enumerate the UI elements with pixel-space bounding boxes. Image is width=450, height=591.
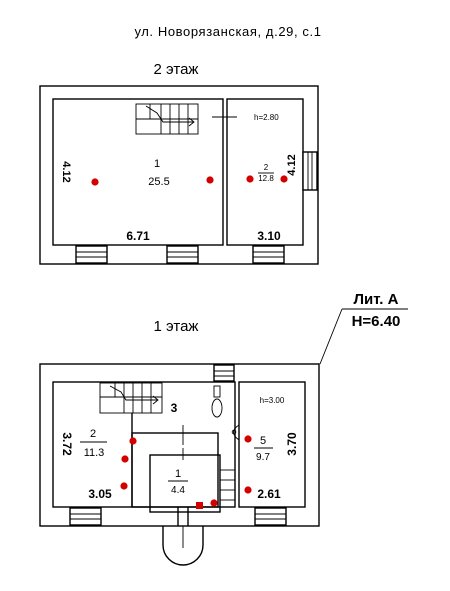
floor1-plan: 3 2 11.3 1 4.4 5 9.7 h=3.00 3.72 3.05 3.… (39, 363, 320, 566)
floor1-dim-bottom-left: 3.05 (88, 487, 112, 501)
floor2-marker-4 (280, 175, 288, 183)
floor1-window-2 (254, 507, 287, 526)
floor2-window-2 (166, 245, 199, 264)
floor2-dim-left: 4.12 (60, 161, 72, 182)
floor2-window-1 (75, 245, 108, 264)
floor1-door-top (178, 425, 188, 445)
floor2-room2-number: 2 (264, 163, 269, 172)
floor1-dim-right: 3.70 (285, 432, 299, 456)
floor2-plan: h=2.80 1 25.5 2 12.8 4.12 6.71 4.12 3.10 (39, 85, 319, 265)
floor2-marker-1 (91, 178, 99, 186)
litera-label: Лит. А (354, 291, 399, 308)
floor1-window-top (213, 364, 235, 382)
floor2-room1-outline (52, 98, 224, 246)
floor2-dim-bottom-left: 6.71 (126, 229, 150, 243)
floor1-window-1 (69, 507, 102, 526)
floor1-marker-4 (244, 435, 252, 443)
toilet-icon (211, 385, 223, 418)
floor2-outer-wall (39, 85, 319, 265)
floor1-marker-6 (210, 499, 218, 507)
floor2-room2-area: 12.8 (258, 174, 274, 183)
floor1-dim-bottom-right: 2.61 (257, 487, 281, 501)
floor1-ceiling-height: h=3.00 (260, 396, 285, 405)
floor1-room5-area: 9.7 (256, 452, 270, 463)
floor2-staircase (135, 103, 199, 135)
floor1-room3-number: 3 (171, 401, 178, 415)
entrance-porch (162, 507, 204, 566)
floor1-dim-left: 3.72 (60, 432, 74, 456)
floor1-marker-square (196, 502, 203, 509)
floor1-vestibule-outline (131, 432, 219, 508)
floor2-dim-right: 4.12 (286, 154, 298, 175)
floor1-inner-wall (52, 381, 236, 508)
litera-callout: Лит. А H=6.40 (319, 291, 408, 365)
floor1-title: 1 этаж (154, 318, 199, 335)
litera-leader (319, 308, 343, 365)
floor2-ceiling-height: h=2.80 (254, 113, 279, 122)
floor1-outer-wall (39, 363, 320, 527)
floor1-room1-outline (149, 454, 221, 513)
floor1-room2-number: 2 (90, 428, 96, 440)
floor1-room1-number: 1 (175, 468, 181, 480)
floor2-room1-area: 25.5 (148, 176, 169, 188)
floor1-marker-1 (129, 437, 137, 445)
floor1-marker-5 (244, 486, 252, 494)
address-title: ул. Новорязанская, д.29, с.1 (134, 24, 321, 39)
floor1-staircase (99, 382, 163, 414)
floor2-title: 2 этаж (154, 61, 199, 78)
floor1-room2-area: 11.3 (84, 447, 105, 459)
floor1-room1-area: 4.4 (171, 485, 185, 496)
floor1-room5-outline (238, 381, 306, 508)
floor1-marker-2 (121, 455, 129, 463)
floor2-window-right (302, 151, 318, 191)
litera-height: H=6.40 (352, 313, 401, 330)
floor2-dim-bottom-right: 3.10 (257, 229, 281, 243)
floor2-marker-3 (246, 175, 254, 183)
floor1-marker-3 (120, 482, 128, 490)
floor2-marker-2 (206, 176, 214, 184)
floor2-window-3 (252, 245, 285, 264)
floor2-room1-number: 1 (154, 158, 160, 170)
sink-icon (231, 424, 240, 441)
floor1-room5-number: 5 (260, 435, 266, 447)
